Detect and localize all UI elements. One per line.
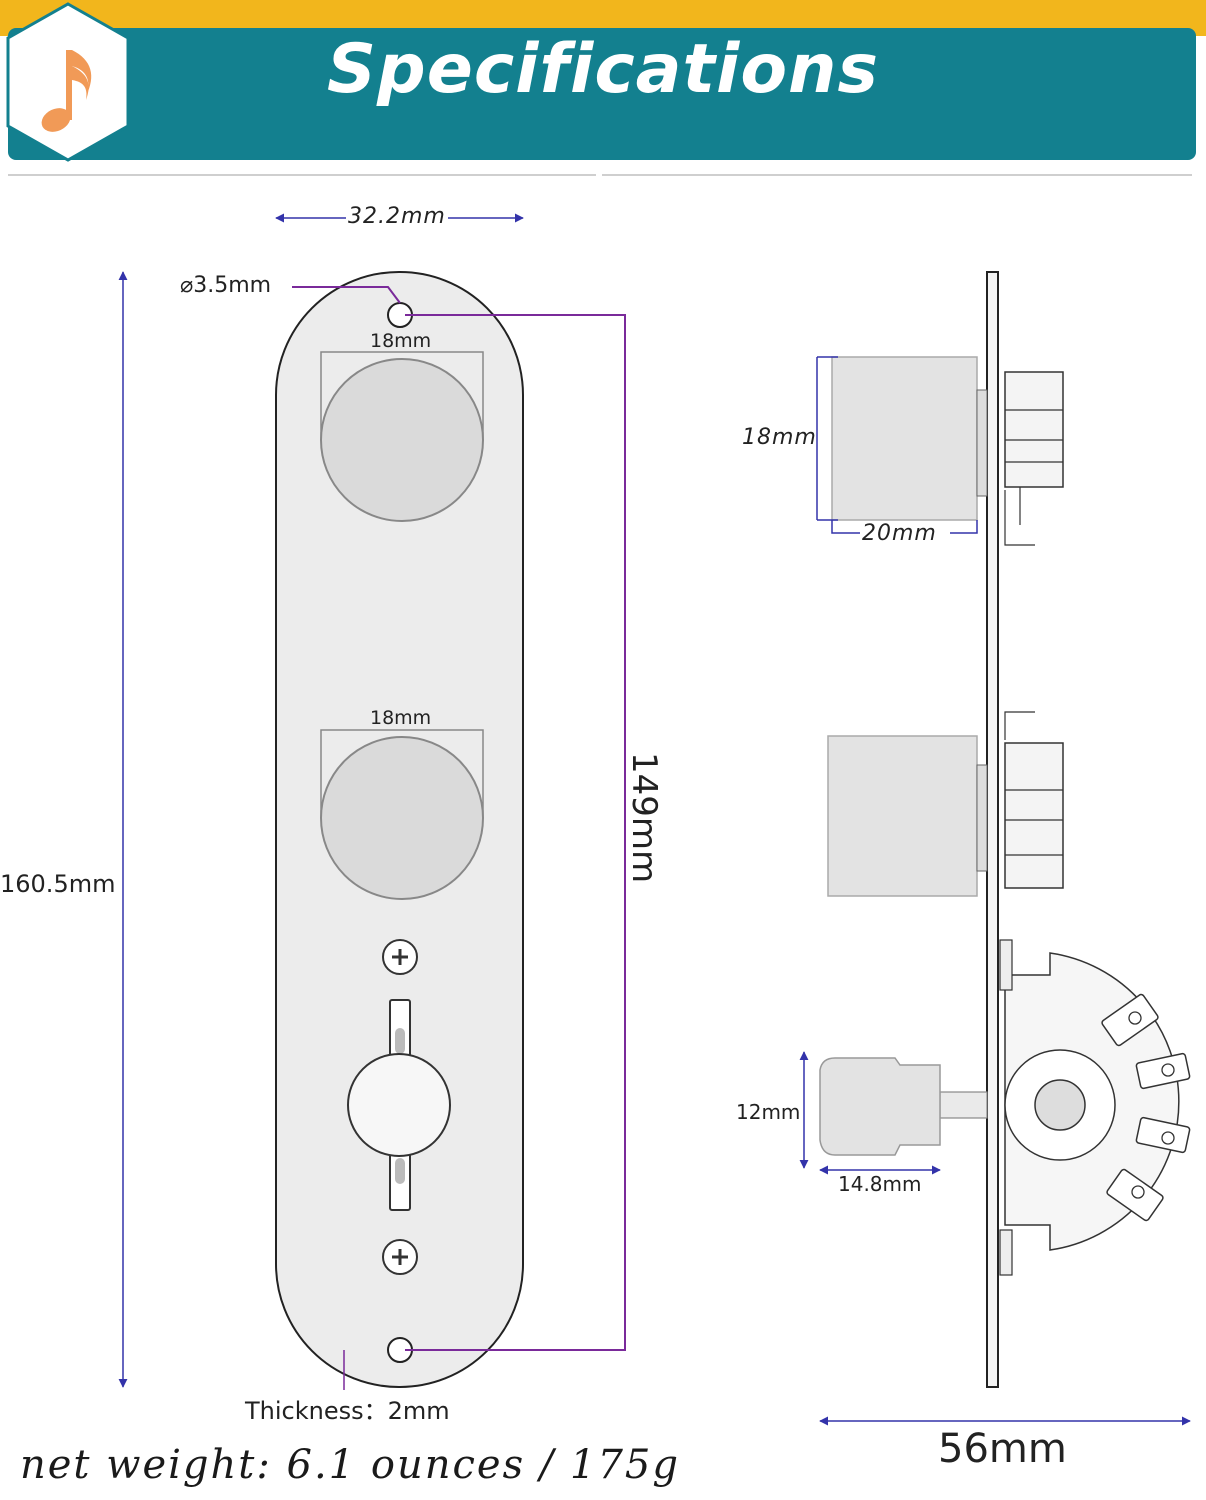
hole-spacing-label: 149mm (624, 752, 664, 884)
knob-depth-dimension-line (831, 520, 860, 534)
net-weight-text: net weight: 6.1 ounces / 175g (20, 1442, 680, 1488)
divider-left (8, 174, 596, 176)
divider-right (602, 174, 1192, 176)
switch-tip-height-label: 12mm (736, 1100, 801, 1124)
knob-depth-label: 20mm (862, 521, 937, 546)
header-banner (8, 28, 1196, 160)
plate-length-label: 160.5mm (0, 870, 116, 898)
total-depth-label: 56mm (938, 1426, 1067, 1472)
hole-spacing-dimension-line (405, 314, 626, 1351)
switch-tip-length-label: 14.8mm (838, 1172, 922, 1196)
knob-2 (320, 729, 484, 900)
side-plate (986, 271, 999, 1388)
knob-1 (320, 351, 484, 522)
screw-lower (382, 1239, 418, 1275)
pot-2-side (827, 711, 1064, 897)
screw-upper (382, 939, 418, 975)
thickness-label: Thickness：2mm (245, 1397, 450, 1425)
page-title: Specifications (327, 30, 879, 109)
hole-diameter-leader (292, 286, 401, 304)
knob-2-diameter-label: 18mm (370, 707, 432, 729)
pot-1-side (831, 356, 1064, 546)
plate-width-label: 32.2mm (346, 204, 448, 229)
hole-diameter-label: ⌀3.5mm (180, 273, 272, 298)
knob-height-label: 18mm (742, 425, 817, 450)
music-note-icon (6, 2, 130, 162)
knob-1-diameter-label: 18mm (370, 330, 432, 352)
switch-side (819, 939, 1191, 1276)
switch-tip (347, 1053, 451, 1157)
